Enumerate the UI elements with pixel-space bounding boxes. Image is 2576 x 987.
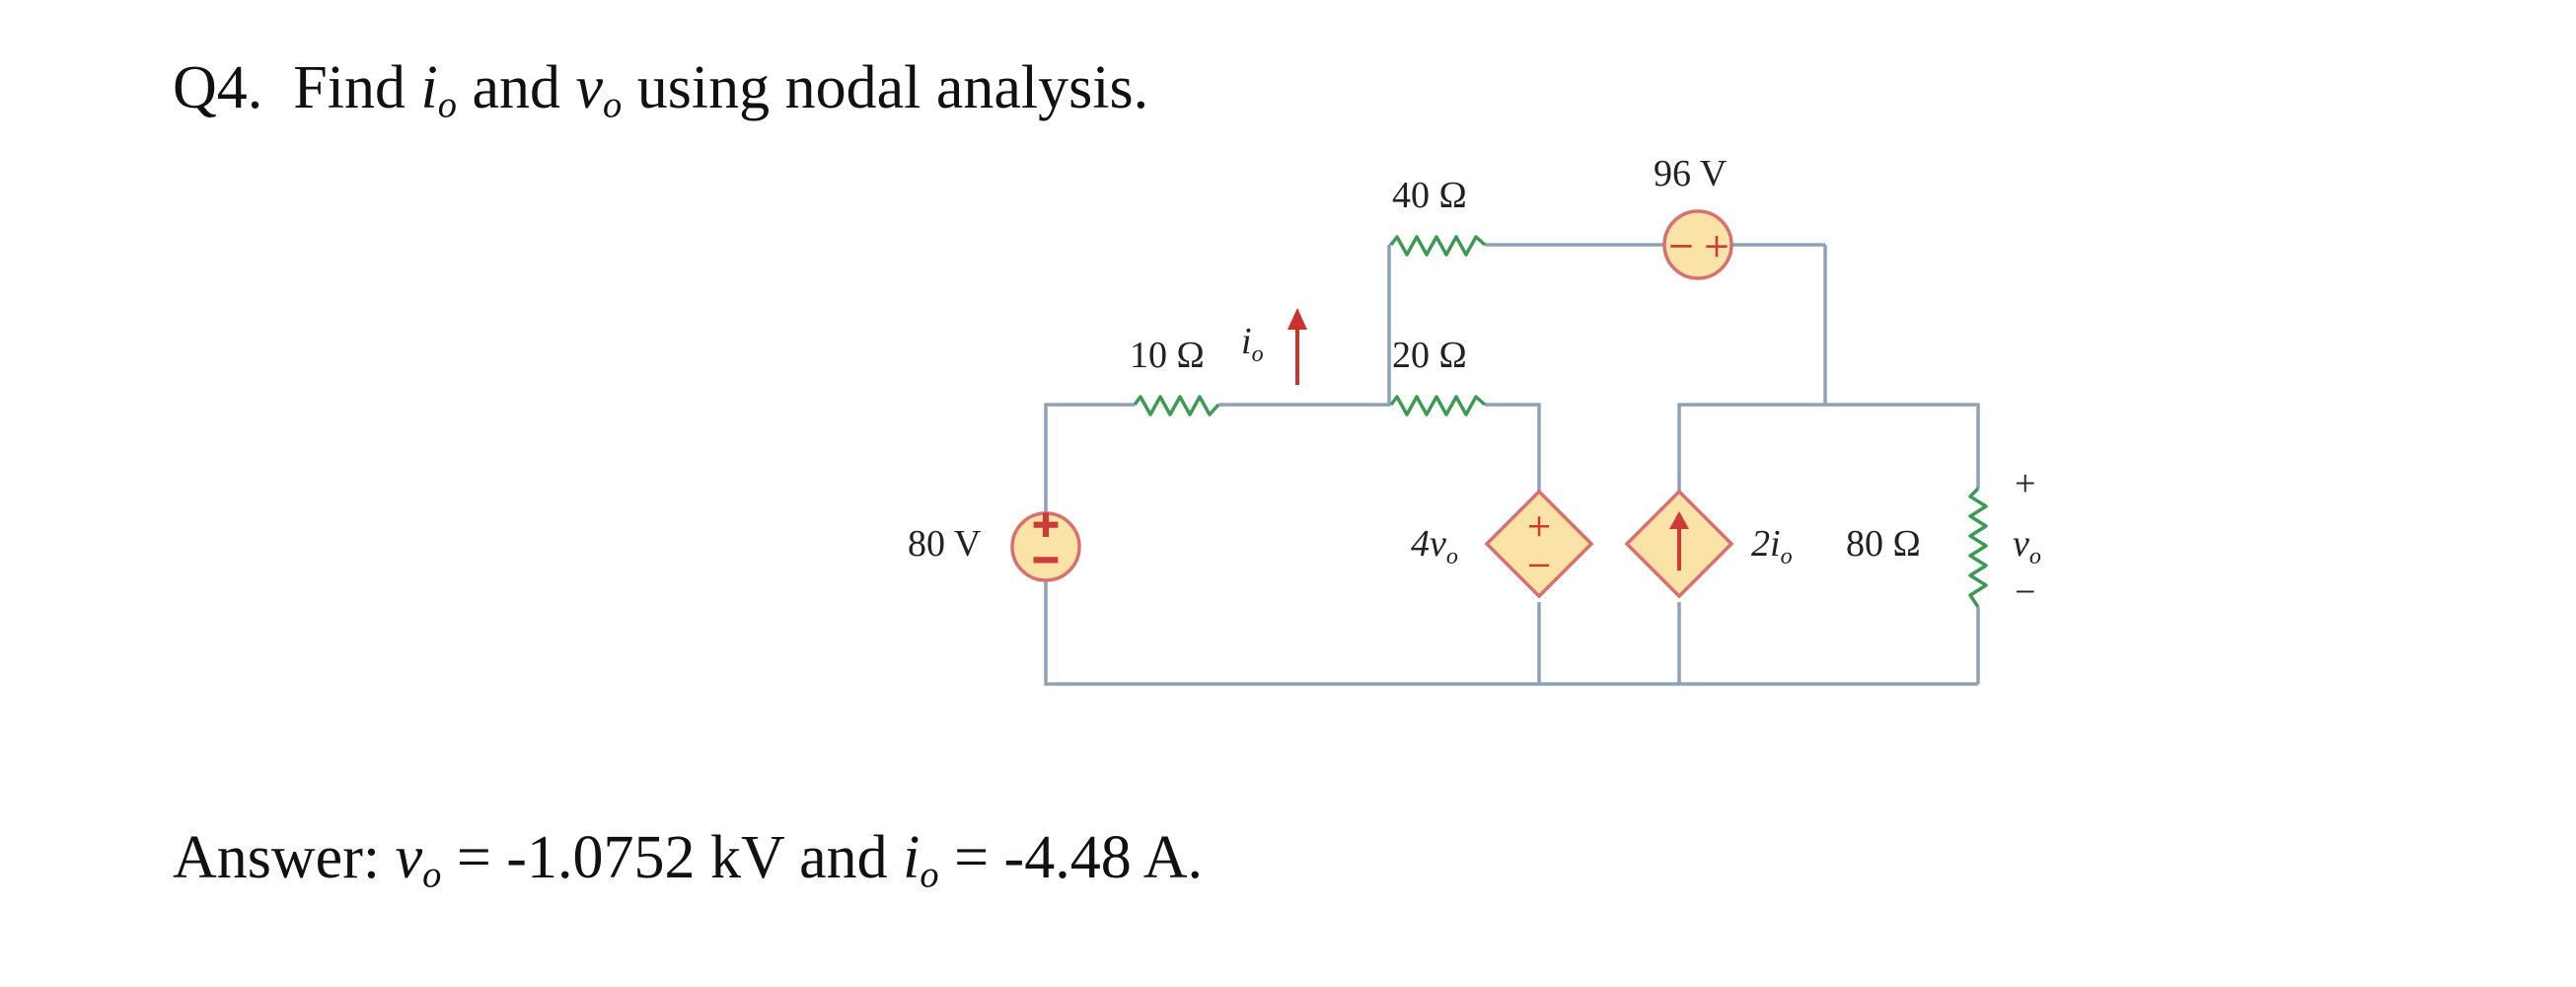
label-96v: 96 V: [1654, 153, 1728, 194]
svg-text:+: +: [1703, 226, 1731, 266]
answer-prefix: Answer:: [173, 824, 381, 891]
label-vo-plus: +: [2015, 463, 2035, 504]
label-vo: vo: [2013, 523, 2041, 569]
question-var-i: io: [420, 54, 457, 126]
label-10-ohm: 10 Ω: [1130, 335, 1205, 376]
svg-text:−: −: [1526, 546, 1553, 583]
label-20-ohm: 20 Ω: [1392, 335, 1467, 376]
question-and: and: [472, 54, 560, 121]
svg-text:+: +: [1032, 504, 1061, 544]
label-40-ohm: 40 Ω: [1392, 175, 1467, 216]
answer-eq-v: = -1.0752 kV: [456, 824, 784, 891]
dependent-current-source: [1624, 489, 1734, 599]
answer-var-v: vo: [395, 824, 442, 896]
resistor-80-ohm: [1968, 487, 1988, 608]
resistor-10-ohm: [1133, 395, 1220, 417]
dependent-voltage-source: + −: [1484, 489, 1594, 599]
label-2io: 2io: [1751, 523, 1793, 569]
voltage-source-96v: − +: [1662, 209, 1733, 280]
svg-text:+: +: [1526, 506, 1553, 544]
svg-text:−: −: [1032, 540, 1061, 579]
resistor-40-ohm: [1389, 235, 1487, 257]
question-label: Q4.: [173, 54, 263, 121]
circuit-wires: [1044, 243, 1980, 686]
question-text: Q4. Find io and vo using nodal analysis.: [173, 54, 1149, 126]
answer-and: and: [799, 824, 888, 891]
label-io: io: [1241, 321, 1264, 367]
label-4vo: 4vo: [1411, 523, 1458, 569]
svg-text:−: −: [1667, 226, 1696, 266]
answer-text: Answer: vo = -1.0752 kV and io = -4.48 A…: [173, 824, 1204, 896]
question-rest: using nodal analysis.: [636, 54, 1149, 121]
label-80-ohm: 80 Ω: [1846, 523, 1921, 565]
question-find: Find: [293, 54, 405, 121]
label-vo-minus: −: [2015, 571, 2035, 613]
voltage-source-80v: + −: [1010, 502, 1081, 582]
answer-var-i: io: [903, 824, 939, 896]
answer-eq-i: = -4.48 A.: [954, 824, 1204, 891]
resistor-20-ohm: [1389, 395, 1487, 417]
current-arrow-icon: [1288, 308, 1307, 385]
question-var-v: vo: [575, 54, 623, 126]
label-80v: 80 V: [908, 523, 982, 565]
